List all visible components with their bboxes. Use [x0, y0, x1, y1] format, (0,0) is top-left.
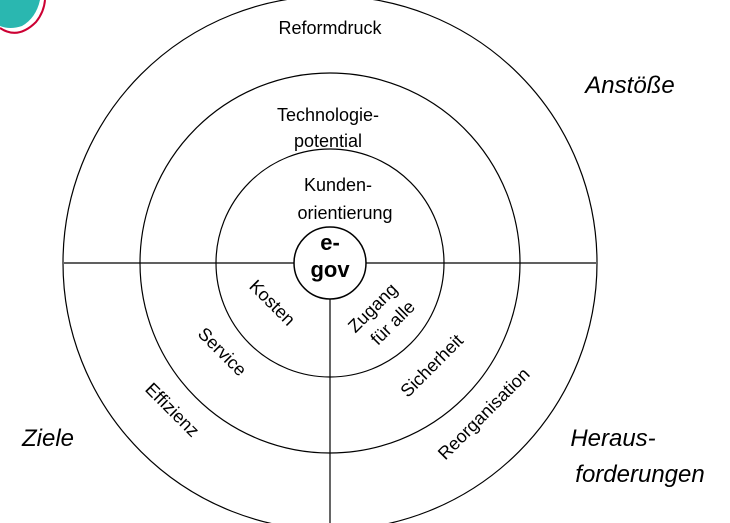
label-kosten: Kosten: [245, 276, 299, 330]
center-label-line2: gov: [310, 257, 350, 282]
label-sicherheit: Sicherheit: [396, 330, 467, 401]
corner-arc-teal: [0, 0, 40, 28]
label-technologie-line2: potential: [294, 131, 362, 151]
sector-title-heraus-line1: Heraus-: [570, 425, 655, 452]
outer-ring: [62, 0, 598, 523]
label-service: Service: [194, 323, 251, 380]
label-kunden-line2: orientierung: [297, 203, 392, 223]
corner-arc-red: [0, 0, 46, 34]
sector-title-anstoesse: Anstöße: [583, 72, 674, 99]
center-label-line1: e-: [320, 230, 340, 255]
label-technologie-line1: Technologie-: [277, 105, 379, 125]
sector-title-heraus-line2: forderungen: [575, 461, 704, 488]
label-kunden-line1: Kunden-: [304, 175, 372, 195]
center-hub: [293, 226, 367, 300]
label-reformdruck: Reformdruck: [278, 18, 382, 38]
label-reorganisation: Reorganisation: [434, 364, 534, 464]
label-effizienz: Effizienz: [141, 379, 203, 441]
sector-title-ziele: Ziele: [21, 425, 74, 452]
